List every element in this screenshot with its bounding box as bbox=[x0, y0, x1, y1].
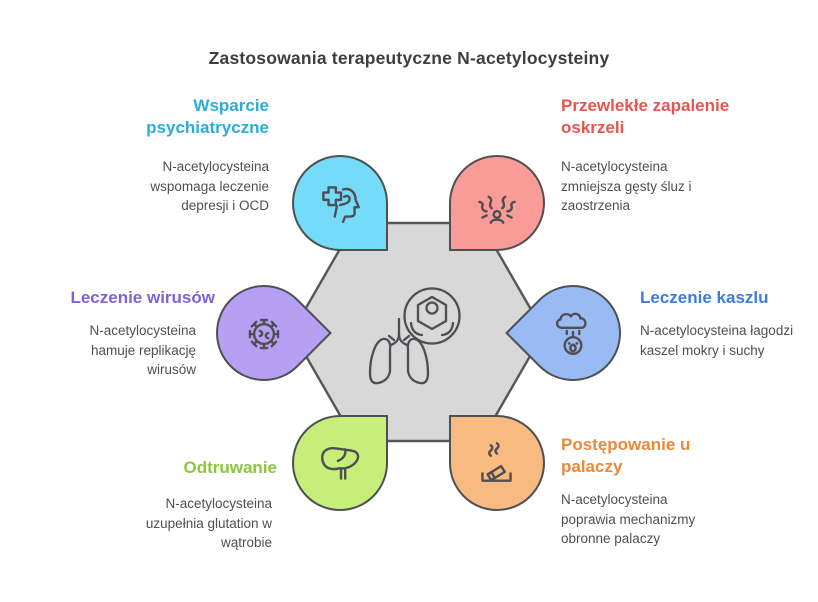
body-psychiatric: N-acetylocysteina wspomaga leczenie depr… bbox=[150, 159, 269, 214]
petal-psychiatric bbox=[292, 155, 388, 251]
hexagon-shape bbox=[294, 221, 542, 443]
heading-psychiatric: Wsparcie psychiatryczne bbox=[146, 96, 269, 137]
head-cross-icon bbox=[314, 177, 366, 229]
virus-icon bbox=[238, 307, 290, 359]
cigarette-icon bbox=[471, 437, 523, 489]
body-cough: N-acetylocysteina łagodzi kaszel mokry i… bbox=[640, 323, 794, 358]
body-viruses: N-acetylocysteina hamuje replikację wiru… bbox=[89, 323, 196, 378]
lungs-icon bbox=[368, 317, 430, 385]
heading-viruses: Leczenie wirusów bbox=[70, 288, 215, 307]
heading-smokers: Postępowanie u palaczy bbox=[561, 435, 691, 476]
heading-bronchitis: Przewlekłe zapalenie oskrzeli bbox=[561, 96, 730, 137]
petal-smokers bbox=[449, 415, 545, 511]
petal-viruses bbox=[196, 265, 332, 401]
body-detox: N-acetylocysteina uzupełnia glutation w … bbox=[145, 496, 272, 551]
nac-molecule-icon bbox=[403, 287, 461, 345]
liver-icon bbox=[314, 437, 366, 489]
heading-detox: Odtruwanie bbox=[183, 458, 277, 477]
body-bronchitis: N-acetylocysteina zmniejsza gęsty śluz i… bbox=[561, 159, 692, 214]
petal-cough bbox=[505, 265, 641, 401]
petal-detox bbox=[292, 415, 388, 511]
heading-cough: Leczenie kaszlu bbox=[640, 288, 769, 307]
page-title: Zastosowania terapeutyczne N-acetylocyst… bbox=[208, 48, 610, 68]
sneezing-person-icon bbox=[471, 177, 523, 229]
cough-cloud-icon bbox=[547, 307, 599, 359]
body-smokers: N-acetylocysteina poprawia mechanizmy ob… bbox=[561, 492, 696, 547]
petal-bronchitis bbox=[449, 155, 545, 251]
